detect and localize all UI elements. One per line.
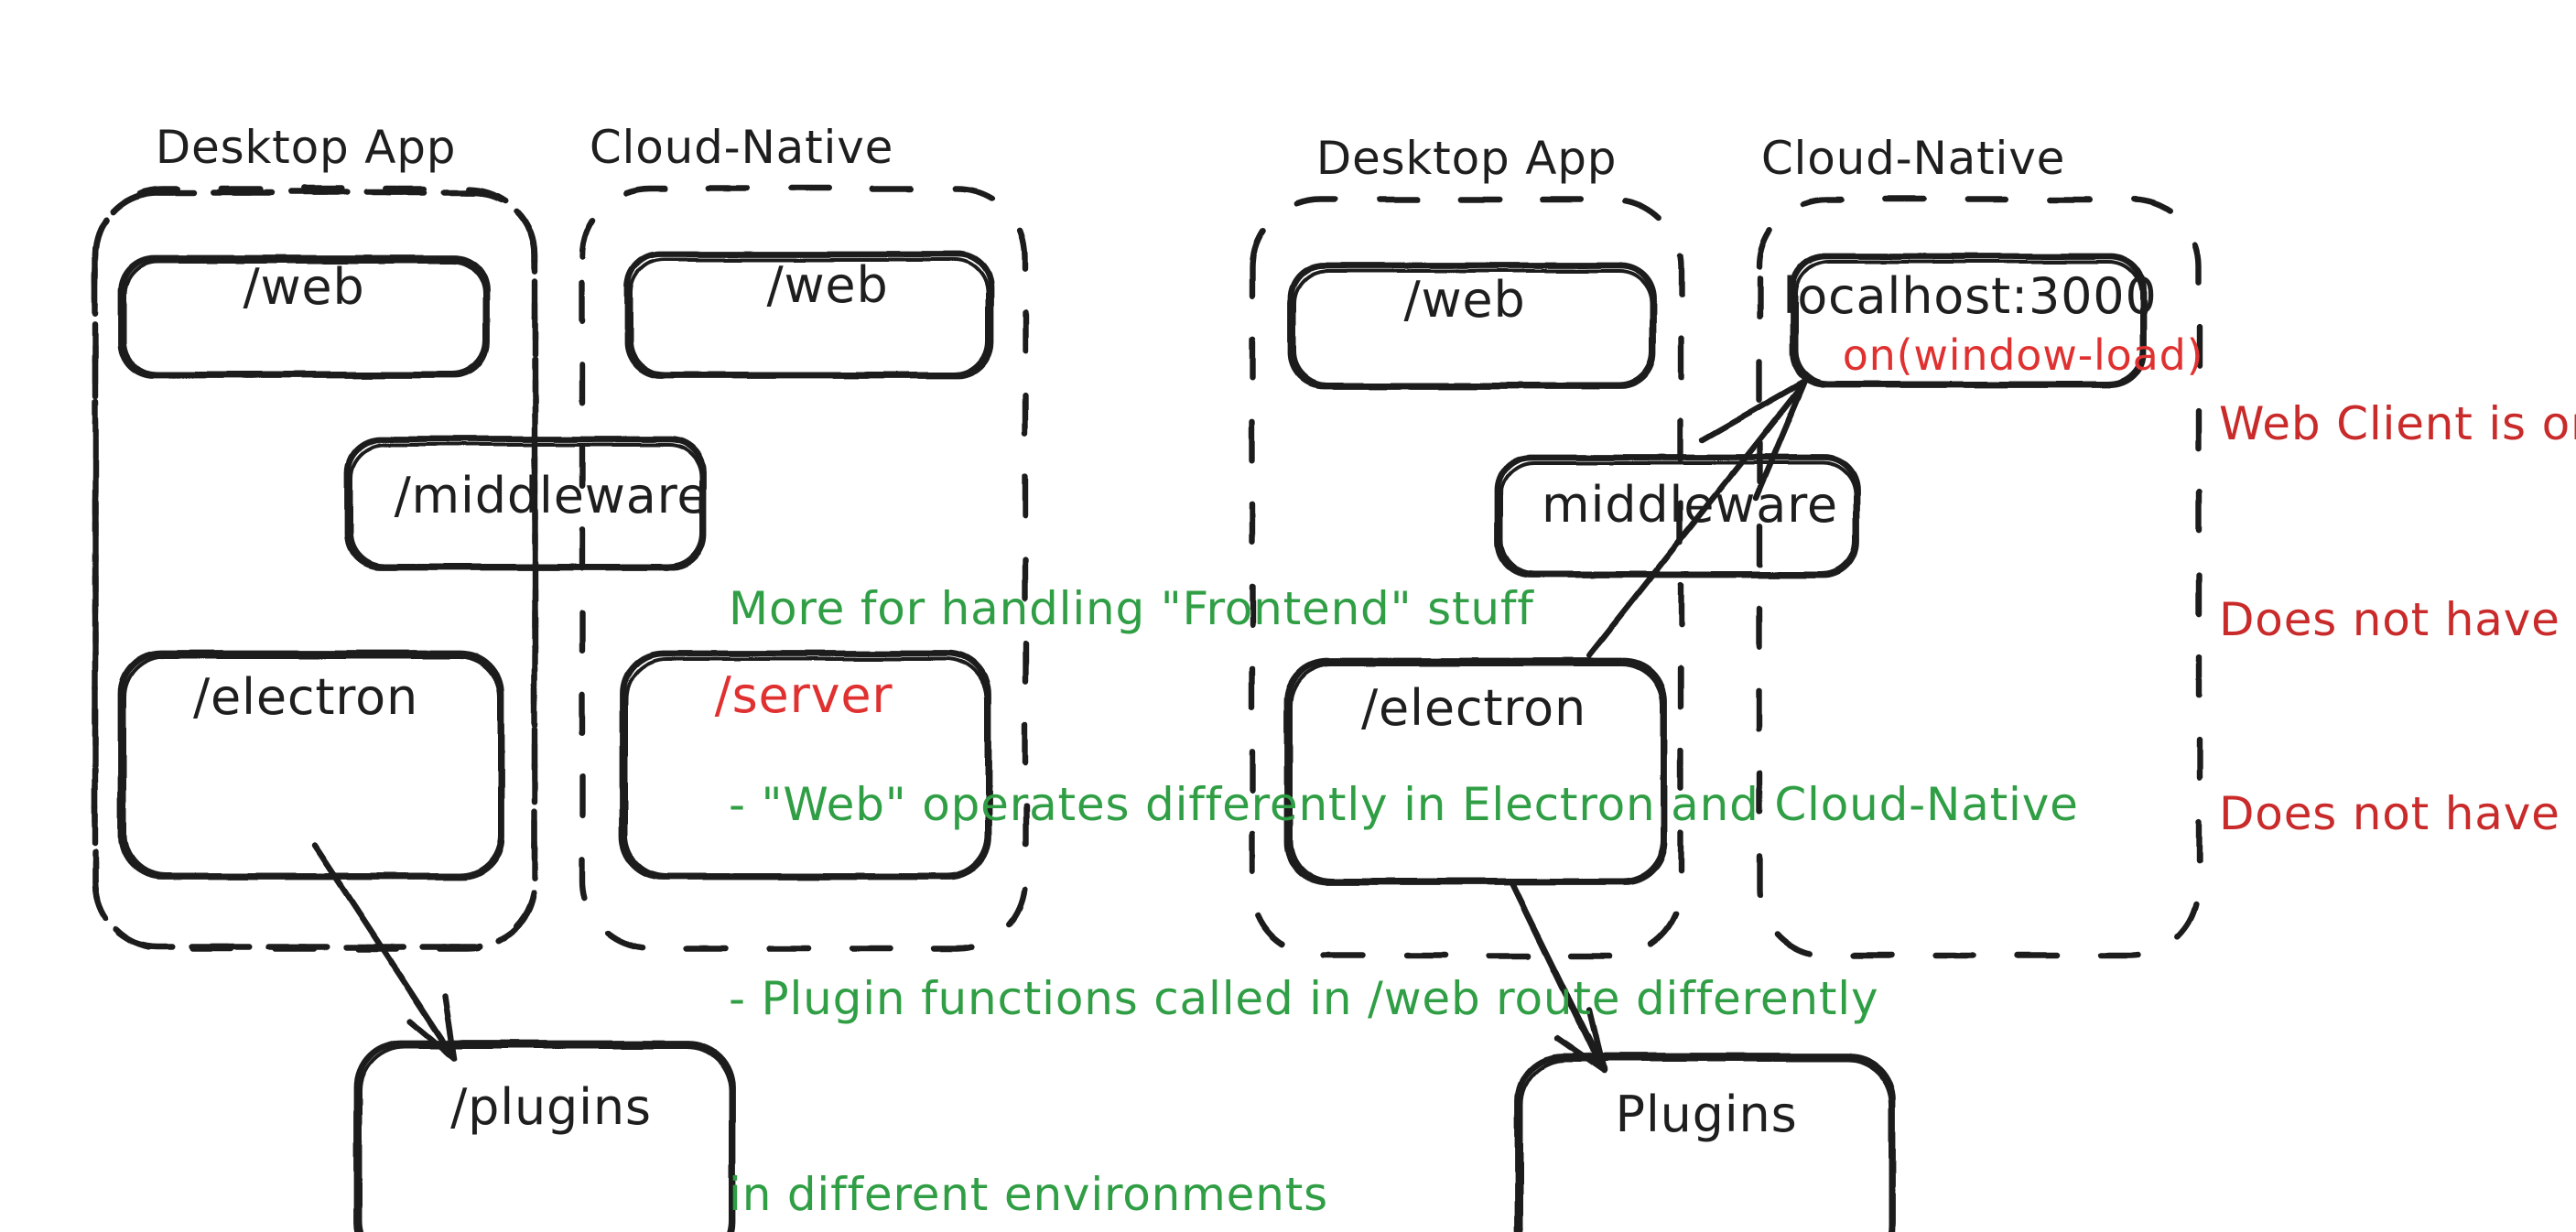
arrow-right-electron-to-localhost <box>1586 377 1809 659</box>
box-left-electron <box>117 650 505 881</box>
arrow-left-electron-to-plugins <box>311 842 458 1062</box>
box-left-middleware <box>344 436 707 571</box>
arrow-right-electron-to-plugins <box>1509 881 1607 1075</box>
box-left-server <box>619 650 992 881</box>
box-right-desktop-web <box>1287 262 1657 390</box>
box-right-electron <box>1283 657 1668 886</box>
box-right-plugins <box>1514 1053 1897 1232</box>
box-left-desktop-web <box>117 254 491 379</box>
box-left-plugins <box>353 1040 736 1232</box>
box-right-middleware <box>1494 454 1860 578</box>
box-right-localhost <box>1789 253 2148 388</box>
box-left-cloud-web <box>624 251 994 379</box>
